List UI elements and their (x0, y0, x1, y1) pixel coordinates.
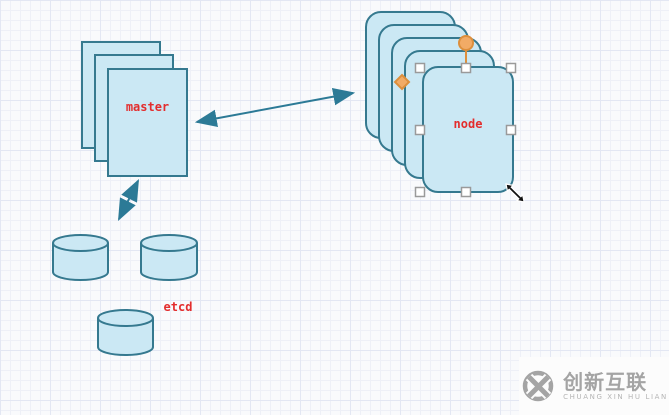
selection-handle-n[interactable] (460, 62, 472, 74)
etcd-cylinder-2[interactable] (140, 234, 198, 281)
watermark-logo-icon (522, 370, 554, 402)
rotation-handle-icon[interactable] (458, 35, 474, 51)
master-node-connector[interactable] (194, 87, 356, 128)
selection-handle-w[interactable] (414, 124, 426, 136)
node-shape[interactable] (365, 11, 514, 193)
selection-handle-ne[interactable] (505, 62, 517, 74)
node-card-front[interactable] (422, 66, 514, 193)
selection-handle-sw[interactable] (414, 186, 426, 198)
selection-handle-e[interactable] (505, 124, 517, 136)
resize-cursor-icon (505, 183, 525, 203)
master-etcd-connector[interactable] (118, 179, 139, 221)
selection-handles (393, 35, 517, 198)
connection-point-diamond-icon[interactable] (393, 73, 411, 91)
etcd-cylinder-3[interactable] (97, 309, 154, 356)
watermark-brand-cn: 创新互联 (563, 369, 648, 394)
selection-handle-nw[interactable] (414, 62, 426, 74)
watermark-text: 创新互联 CHUANG XIN HU LIAN (563, 371, 668, 402)
master-card-front[interactable] (107, 68, 188, 177)
etcd-cylinder-1[interactable] (52, 234, 109, 281)
selection-handle-s[interactable] (460, 186, 472, 198)
master-shape[interactable] (81, 41, 188, 177)
etcd-shape[interactable] (52, 234, 198, 356)
watermark-brand-en: CHUANG XIN HU LIAN (563, 392, 668, 401)
watermark: 创新互联 CHUANG XIN HU LIAN (519, 357, 669, 415)
